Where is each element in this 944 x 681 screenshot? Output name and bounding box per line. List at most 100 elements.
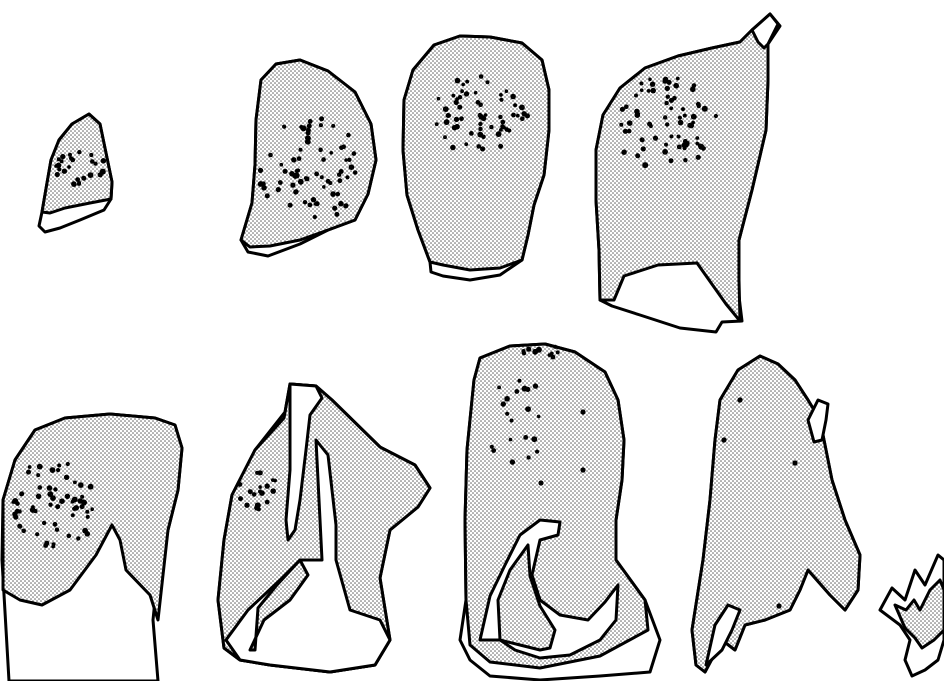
lesion-dot [101,158,107,164]
lesion-dot [662,149,668,155]
lesion-dot [696,102,701,107]
lesion-dot [695,136,699,140]
lesion-dot [314,202,318,206]
lesion-dot [509,438,513,442]
lesion-dot [72,497,78,503]
lesion-dot [238,482,243,487]
lesion-dot [290,183,295,188]
lesion-dot [319,123,323,127]
lesion-dot [501,401,506,406]
lesion-dot [81,176,86,181]
lesion-dot [298,179,304,185]
lesion-dot [304,176,308,180]
lesion-dot [35,532,39,536]
lesion-dot [514,389,519,394]
lesion-dot [776,603,781,608]
lung-section-4 [596,14,780,332]
lesion-dot [619,123,623,127]
lesion-dot [80,495,84,499]
lesion-dot [259,490,265,496]
lesion-dot [282,125,286,129]
lesion-dot [255,471,259,475]
lesion-dot [444,119,450,125]
lesion-dot [78,482,84,488]
lesion-dot [331,124,335,128]
lesion-dot [36,494,42,500]
lesion-dot [792,460,797,465]
lesion-dot [454,117,459,122]
lesion-dot [627,120,633,126]
lesion-dot [345,175,349,179]
lesion-dot [338,178,343,183]
lesion-dot [42,521,46,525]
lesion-dot [69,156,73,160]
lesion-dot [491,448,496,453]
lesion-dot [478,122,482,126]
lesion-dot [486,80,490,84]
lesion-dot [265,500,270,505]
lesion-dot [681,107,685,111]
lesion-dot [464,91,469,96]
lesion-dot [50,495,56,501]
lesion-dot [57,464,61,468]
lesion-dot [338,201,344,207]
lesion-dot [621,150,626,155]
lesion-dot [446,113,451,118]
lesion-dot [498,144,503,149]
lesion-dot [525,113,530,118]
lesion-dot [664,143,668,147]
lesion-dot [647,89,651,93]
lesion-dot [649,124,653,128]
lesion-dot [339,169,344,174]
lesion-dot [690,87,696,93]
lesion-dot [531,436,537,442]
lesion-dot [520,116,525,121]
lesion-dot [513,103,517,107]
lesion-dot [510,459,515,464]
lesion-dot [516,114,520,118]
lesion-dot [341,144,346,149]
lesion-dot [474,91,478,95]
lesion-dot [270,488,276,494]
lesion-dot [635,153,640,158]
lesion-dot [332,206,337,211]
lesion-dot [682,143,687,148]
lesion-dot [57,167,61,171]
lesion-dot [688,123,694,129]
lesion-dot [85,531,91,537]
lesion-dot [276,187,281,192]
lesion-dot [291,157,296,162]
lesion-dot [36,473,40,477]
lesion-dot [484,113,488,117]
lesion-dot [499,98,503,102]
lesion-dot [280,163,284,167]
lesion-dot [580,409,585,414]
lesion-dot [258,485,262,489]
lesion-dot [261,185,266,190]
lesion-dot [288,203,293,208]
lesion-dot [60,154,65,159]
lesion-dot [499,128,503,132]
lesion-dot [505,89,509,93]
lesion-dot [665,86,670,91]
lesion-dot [701,147,705,151]
lesion-dot [73,481,77,485]
lesion-dot [68,153,72,157]
lesion-dot [56,468,60,472]
lesion-dot [306,128,311,133]
lesion-dot [248,489,253,494]
lesion-dot [525,387,530,392]
lesion-dot [678,116,682,120]
lung-section-2 [241,60,376,256]
lesion-dot [62,169,67,174]
lesion-dot [352,151,357,156]
lesion-dot [265,193,270,198]
lesion-dot [480,146,485,151]
lesion-dot [702,106,708,112]
lesion-dot [268,153,273,158]
lesion-dot [90,159,95,164]
lesion-dot [525,406,531,412]
lesion-dot [85,510,89,514]
lesion-dot [443,106,449,112]
